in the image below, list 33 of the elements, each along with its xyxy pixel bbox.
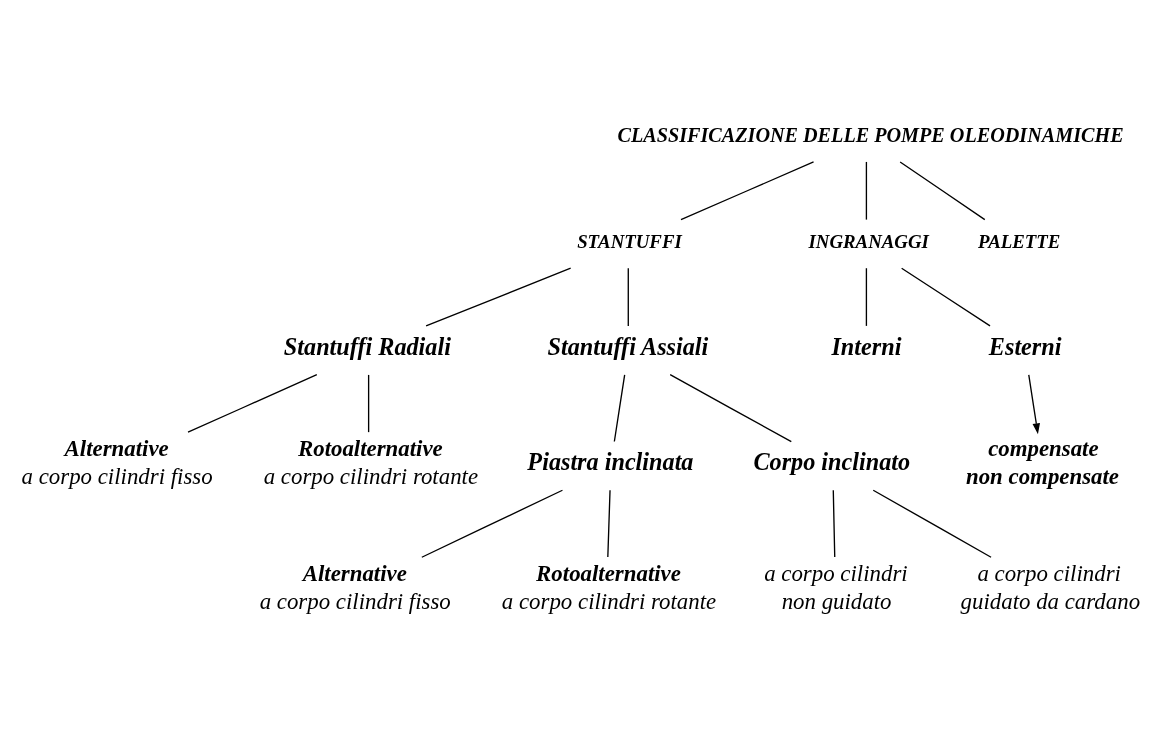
connector xyxy=(367,374,370,433)
node-text: CLASSIFICAZIONE DELLE POMPE OLEODINAMICHE xyxy=(617,123,1124,146)
connector xyxy=(865,161,868,221)
connector xyxy=(613,374,626,443)
node-text: Esterni xyxy=(988,332,1062,360)
connector xyxy=(865,267,868,327)
connector xyxy=(187,373,318,433)
node-text: a corpo cilindri non guidato xyxy=(764,561,908,615)
connector xyxy=(627,267,629,327)
connector xyxy=(899,161,986,221)
node-text: Alternative a corpo cilindri fisso xyxy=(259,561,451,615)
connector xyxy=(872,489,992,558)
node-text: Alternative a corpo cilindri fisso xyxy=(21,435,213,490)
node-text: Stantuffi Radiali xyxy=(283,332,451,360)
connector xyxy=(421,489,564,558)
node-text: Corpo inclinato xyxy=(753,448,911,476)
connector xyxy=(680,161,815,221)
connector xyxy=(425,267,572,327)
node-text: compensate non compensate xyxy=(965,435,1120,490)
node-text: a corpo cilindri guidato da cardano xyxy=(960,561,1141,615)
connector xyxy=(900,267,991,327)
connector xyxy=(607,489,611,558)
arrow xyxy=(1028,374,1041,435)
node-text: Stantuffi Assiali xyxy=(547,332,709,360)
connector xyxy=(669,373,792,443)
connector xyxy=(832,489,836,558)
node-text: STANTUFFI xyxy=(577,231,682,253)
node-text: INGRANAGGI xyxy=(808,231,929,253)
node-text: PALETTE xyxy=(978,231,1061,253)
node-text: Rotoalternative a corpo cilindri rotante xyxy=(501,561,717,615)
node-text: Rotoalternative a corpo cilindri rotante xyxy=(263,435,479,490)
node-text: Interni xyxy=(831,332,902,360)
node-text: Piastra inclinata xyxy=(527,448,694,476)
